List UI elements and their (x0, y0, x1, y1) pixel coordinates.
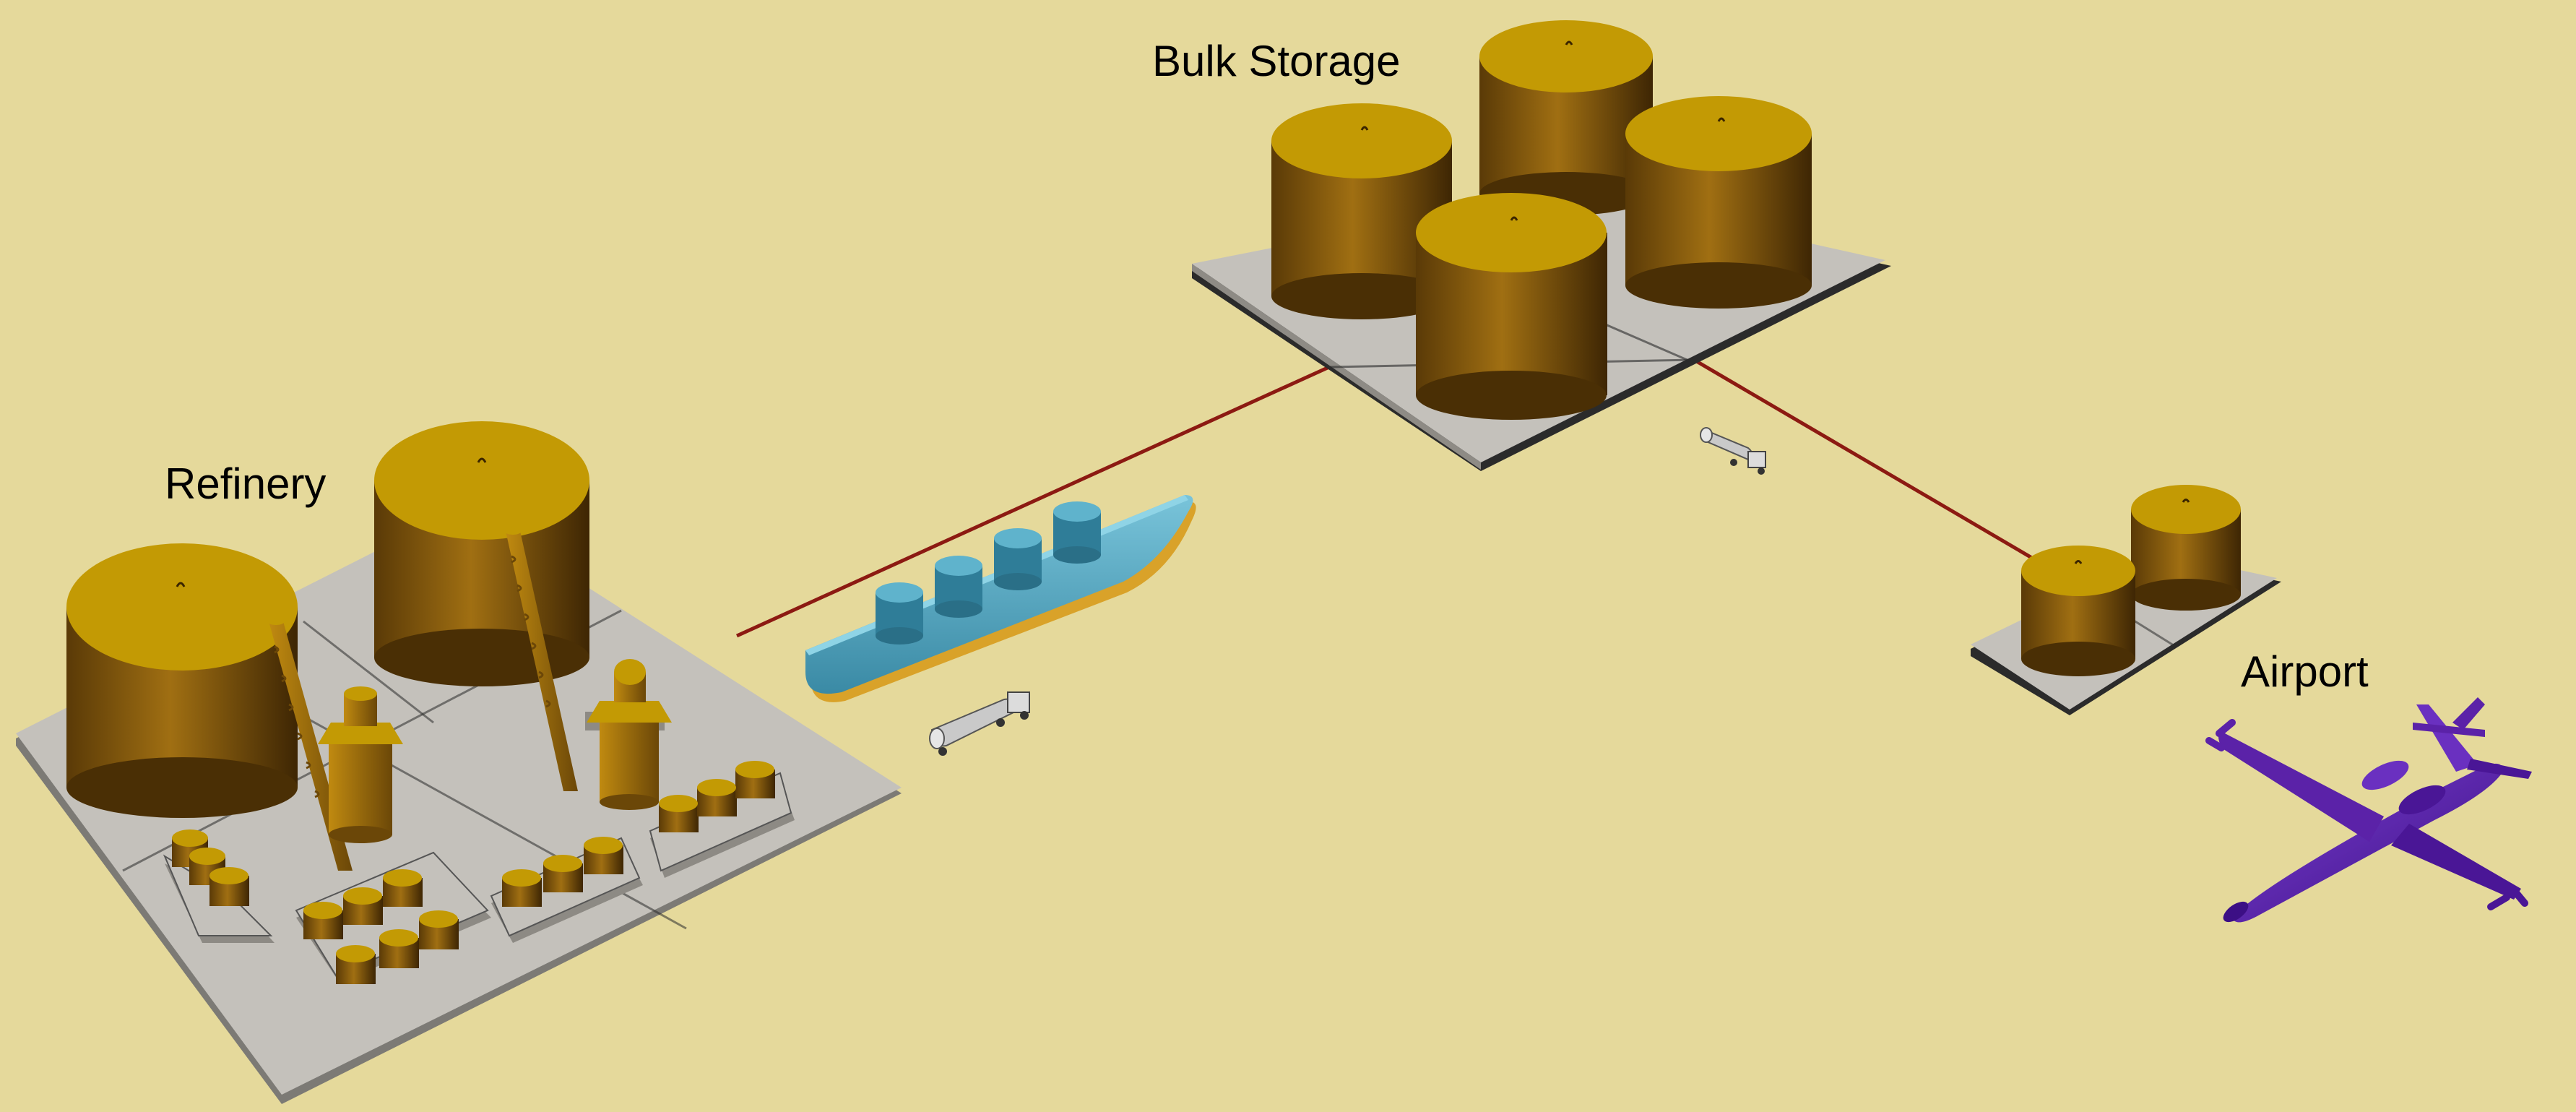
distillation-column-icon (267, 618, 403, 871)
refinery-tank-icon (66, 543, 298, 818)
airport-depot (1971, 485, 2281, 715)
distillation-column-icon (504, 527, 672, 810)
label-airport: Airport (2241, 647, 2369, 696)
small-tank-cluster (295, 851, 491, 984)
pipeline-refinery-to-storage (735, 365, 1331, 638)
pipeline-storage-to-airport (1693, 358, 2053, 572)
label-refinery: Refinery (165, 460, 326, 508)
refinery-tank-icon (374, 421, 589, 686)
aircraft-icon (2205, 697, 2532, 923)
storage-tank-icon (1416, 193, 1607, 420)
tanker-truck-icon (1700, 427, 1766, 475)
tanker-truck-icon (929, 691, 1030, 756)
small-tank-cluster (163, 829, 275, 943)
bulk-storage-facility (1192, 20, 1891, 471)
label-bulk-storage: Bulk Storage (1152, 37, 1401, 85)
small-tank-cluster (490, 837, 643, 943)
tanker-ship-icon (805, 495, 1196, 702)
refinery-facility (16, 421, 902, 1104)
storage-tank-icon (2021, 546, 2135, 676)
small-tank-cluster (649, 761, 795, 878)
pipelines (735, 358, 2053, 638)
storage-tank-icon (1271, 103, 1452, 319)
storage-tank-icon (1625, 96, 1812, 309)
storage-tank-icon (2131, 485, 2241, 611)
